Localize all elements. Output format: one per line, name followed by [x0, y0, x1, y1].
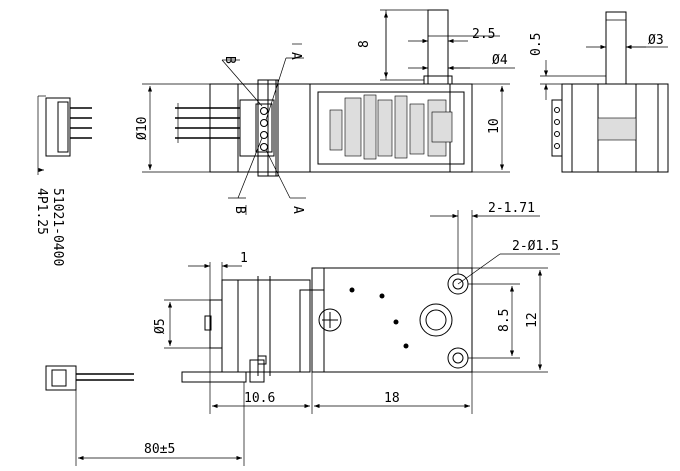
dim-motor-len: 10.6 [244, 391, 275, 406]
dim-cable-len: 80±5 [144, 442, 175, 457]
dim-shaft-dia: Ø4 [492, 53, 508, 68]
pin-label-a-bar: A [288, 52, 303, 60]
dim-plate-height: 12 [525, 312, 540, 328]
dim-gearbox-len: 18 [384, 391, 400, 406]
dim-flange-thk: 1 [240, 251, 248, 266]
connector-part-no: 51021-0400 [50, 188, 65, 266]
connector-side: 51021-0400 4P1.25 [34, 95, 92, 266]
dim-shaft-flat: 2.5 [472, 27, 495, 42]
output-hub [419, 303, 453, 337]
bottom-view: 1 Ø5 2-1.71 2-Ø1.5 8.5 12 10.6 [45, 201, 560, 466]
dim-motor-dia2: Ø5 [153, 318, 168, 334]
pin-label-a: A [290, 206, 305, 214]
dim-motor-dia: Ø10 [135, 117, 150, 140]
pin-label-b: B [222, 56, 237, 64]
pin-label-b-bar: B [232, 206, 247, 214]
dim-side-shaft-dia: Ø3 [648, 33, 664, 48]
dim-shaft-len: 8 [357, 40, 372, 48]
dim-hole-offset: 2-1.71 [488, 201, 535, 216]
gear-train-top [329, 94, 453, 160]
top-view: 8 2.5 Ø4 Ø10 10 B A B A [135, 9, 515, 215]
dim-hole-pitch: 8.5 [497, 309, 512, 332]
dim-hole-dia: 2-Ø1.5 [512, 239, 559, 254]
output-shaft-top [427, 9, 449, 85]
side-view: 0.5 Ø3 [529, 11, 669, 173]
gearbox-top [309, 83, 473, 173]
output-shaft-side [605, 11, 627, 85]
dim-side-gap: 0.5 [529, 33, 544, 56]
connector-front [45, 365, 77, 391]
connector-pitch: 4P1.25 [34, 188, 49, 235]
terminal-block [239, 99, 275, 157]
wire-bundle-top [175, 103, 240, 143]
screw-head [318, 308, 342, 332]
gearbox-front [311, 267, 473, 373]
dim-body-height: 10 [487, 118, 502, 134]
mount-hole-bottom [447, 347, 469, 369]
